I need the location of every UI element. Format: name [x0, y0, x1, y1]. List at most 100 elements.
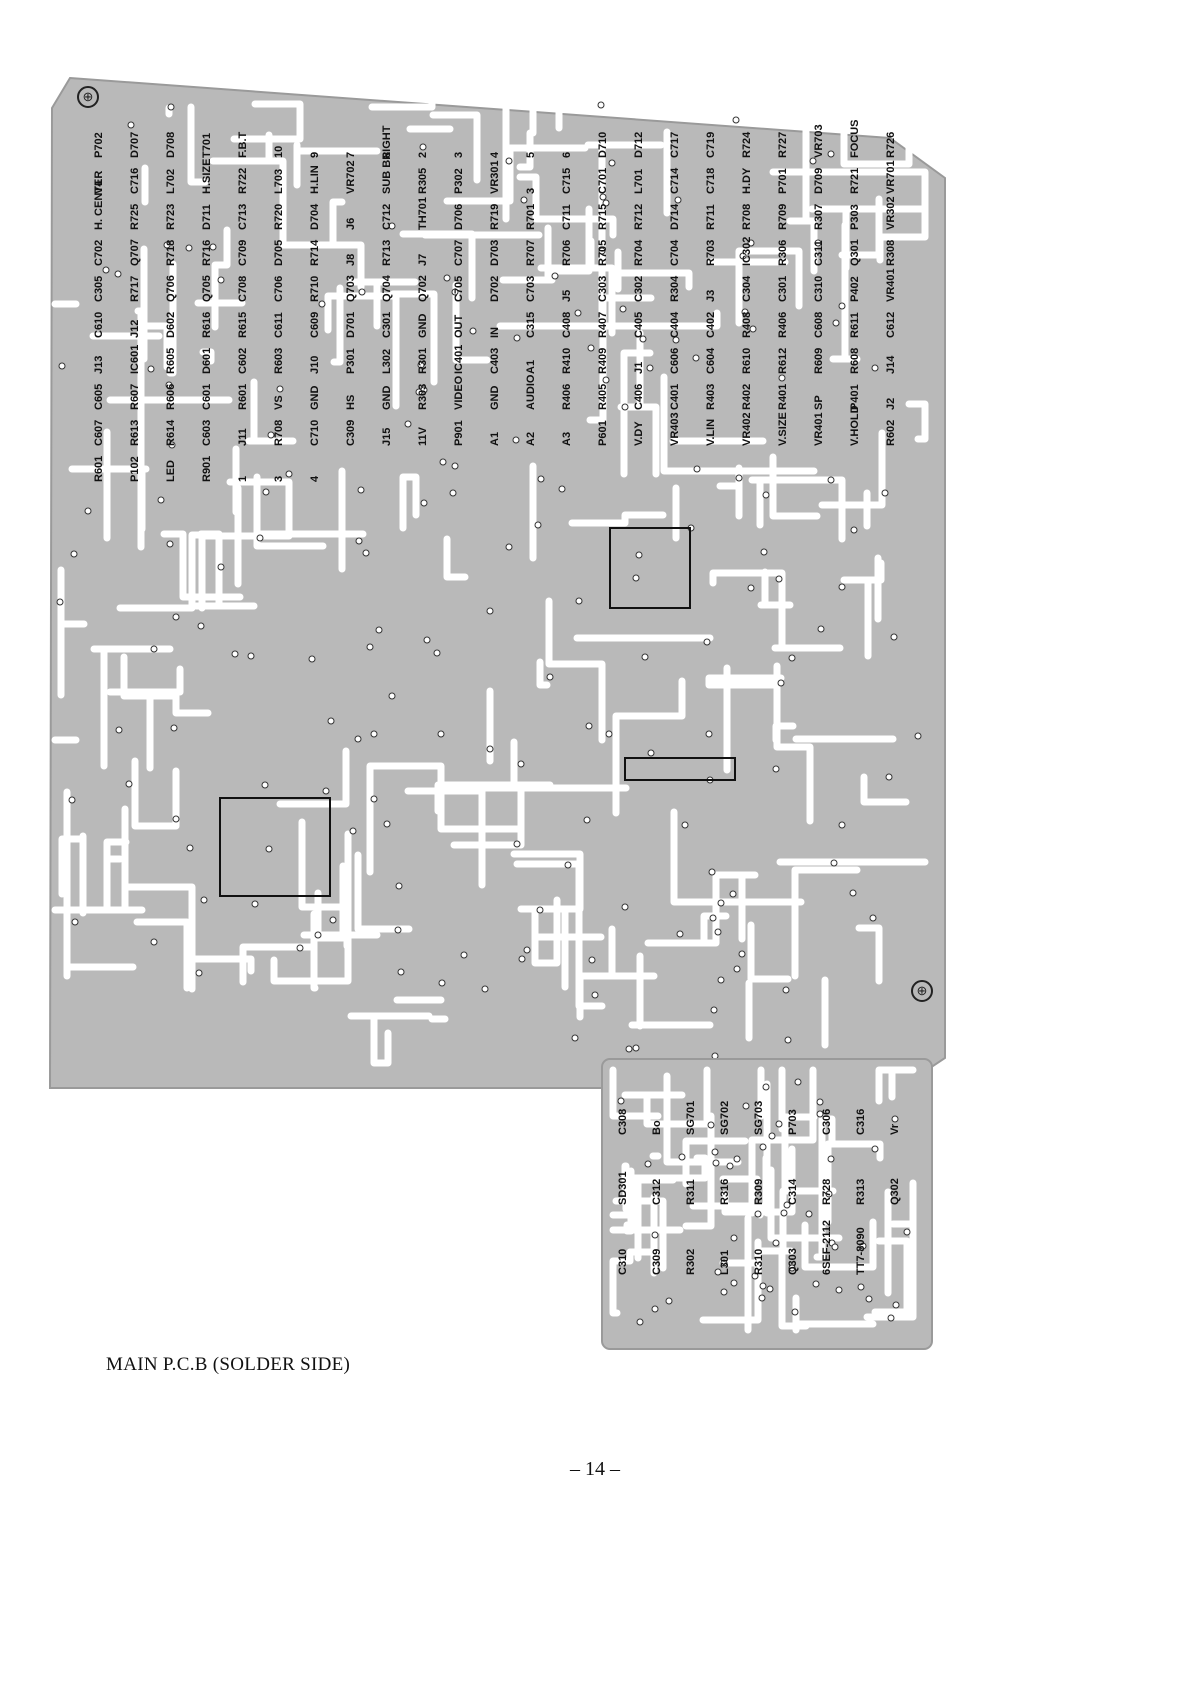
- component-label: D709: [813, 168, 825, 194]
- copper-trace: [133, 918, 191, 992]
- copper-trace: [496, 309, 721, 330]
- component-label: R401: [777, 384, 789, 410]
- component-label: 6SEF-2112: [821, 1220, 833, 1275]
- component-label: C717: [669, 132, 681, 158]
- solder-pad: [681, 821, 689, 829]
- copper-trace: [324, 292, 399, 334]
- copper-trace: [791, 866, 861, 980]
- solder-pad: [127, 121, 135, 129]
- component-label: HS: [345, 395, 357, 410]
- solder-pad: [231, 650, 239, 658]
- copper-trace: [709, 569, 844, 652]
- copper-trace: [544, 205, 593, 280]
- copper-trace: [584, 141, 665, 321]
- solder-pad: [150, 645, 158, 653]
- component-label: R724: [741, 131, 753, 158]
- solder-pad: [481, 985, 489, 993]
- solder-pad: [157, 496, 165, 504]
- copper-trace: [211, 226, 231, 331]
- component-label: TH701: [417, 197, 429, 230]
- solder-pad: [397, 968, 405, 976]
- component-label: R311: [685, 1179, 697, 1205]
- solder-pad: [564, 861, 572, 869]
- component-label: C604: [705, 347, 717, 374]
- solder-pad: [71, 918, 79, 926]
- copper-trace: [792, 1294, 877, 1334]
- component-label: C702: [93, 240, 105, 266]
- solder-pad: [762, 491, 770, 499]
- copper-trace: [293, 141, 381, 189]
- component-label: VR401: [813, 412, 825, 446]
- component-label: R713: [381, 240, 393, 266]
- component-label: D706: [453, 204, 465, 230]
- component-label: J10: [309, 356, 321, 374]
- component-label: H.LIN: [309, 165, 321, 194]
- solder-pad: [195, 969, 203, 977]
- solder-pad: [355, 537, 363, 545]
- component-label: Q303: [787, 1248, 799, 1275]
- solder-pad: [395, 882, 403, 890]
- copper-trace: [643, 1066, 711, 1128]
- component-label: 7: [345, 152, 357, 158]
- component-label: GND: [489, 386, 501, 411]
- component-label: R313: [855, 1179, 867, 1205]
- solder-pad: [712, 1159, 720, 1167]
- component-label: C710: [309, 420, 321, 446]
- component-label: C713: [237, 204, 249, 230]
- component-label: J11: [237, 428, 249, 446]
- solder-pad: [366, 643, 374, 651]
- copper-trace: [399, 230, 476, 302]
- component-label: P601: [597, 420, 609, 446]
- solder-pad: [742, 1102, 750, 1110]
- copper-trace: [370, 1014, 392, 1067]
- solder-pad: [56, 598, 64, 606]
- component-label: R306: [777, 240, 789, 266]
- component-label: H.SIZE: [201, 159, 213, 194]
- solder-pad: [619, 305, 627, 313]
- component-label: R708: [273, 420, 285, 446]
- copper-trace: [276, 747, 350, 808]
- component-label: 8: [381, 152, 393, 158]
- solder-pad: [751, 1272, 759, 1280]
- component-label: H.DY: [741, 167, 753, 194]
- copper-trace: [429, 111, 481, 184]
- copper-trace: [620, 349, 654, 478]
- solder-pad: [68, 796, 76, 804]
- component-label: R609: [813, 348, 825, 374]
- solder-pad: [575, 597, 583, 605]
- component-label: R403: [705, 384, 717, 410]
- page-number: – 14 –: [570, 1458, 620, 1480]
- copper-trace: [166, 260, 177, 377]
- solder-pad: [438, 979, 446, 987]
- component-label: Q301: [849, 239, 861, 266]
- solder-pad: [404, 420, 412, 428]
- solder-pad: [296, 944, 304, 952]
- component-label: C703: [525, 276, 537, 302]
- copper-trace: [209, 157, 365, 291]
- solder-pad: [635, 551, 643, 559]
- solder-pad: [730, 1279, 738, 1287]
- component-label: F.B.T: [237, 131, 249, 158]
- copper-trace: [568, 511, 667, 527]
- solder-pad: [632, 1044, 640, 1052]
- solder-pad: [775, 1120, 783, 1128]
- solder-pad: [314, 931, 322, 939]
- component-label: R611: [849, 312, 861, 338]
- component-label: P303: [849, 204, 861, 230]
- solder-pad: [469, 327, 477, 335]
- solder-pad: [597, 101, 605, 109]
- copper-trace: [187, 103, 209, 186]
- component-label: LED: [165, 460, 177, 482]
- solder-pad: [665, 1297, 673, 1305]
- solder-pad: [636, 1318, 644, 1326]
- solder-pad: [827, 150, 835, 158]
- solder-pad: [778, 374, 786, 382]
- component-label: Q705: [201, 275, 213, 302]
- component-label: 4: [309, 475, 321, 482]
- copper-trace: [516, 104, 537, 171]
- copper-trace: [434, 781, 554, 815]
- component-label: R722: [237, 168, 249, 194]
- solder-pad: [513, 334, 521, 342]
